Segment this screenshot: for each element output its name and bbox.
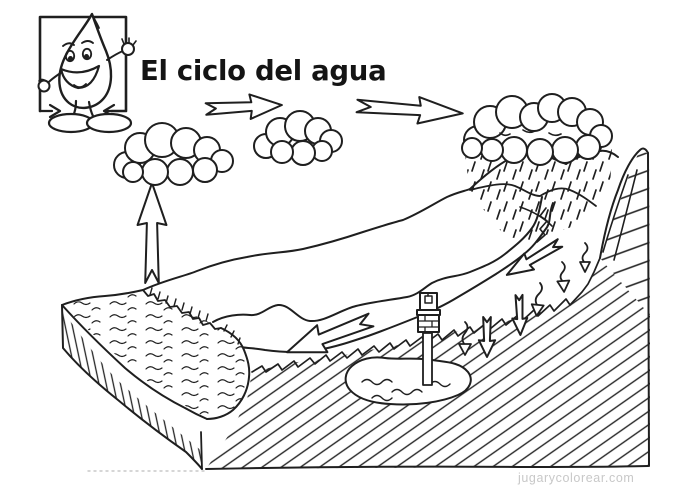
- rain-icon: [464, 146, 612, 241]
- watermark-text: jugarycolorear.com: [517, 471, 634, 485]
- landscape: [61, 146, 650, 472]
- mascot-frame: [38, 15, 128, 119]
- drawing-right-edge: [647, 152, 650, 467]
- cloud-icon: [253, 110, 343, 166]
- sea-icon: [61, 287, 251, 470]
- well-bricks: [417, 314, 440, 333]
- rain-cloud-icon: [461, 93, 613, 166]
- mascot-face: [59, 40, 101, 90]
- well-icon: [416, 292, 441, 386]
- drawing-bottom-edge: [205, 465, 649, 470]
- stream-zigzag: [536, 207, 548, 243]
- page-title: El ciclo del agua: [140, 55, 386, 87]
- clouds: [113, 93, 613, 186]
- well-bucket: [424, 295, 433, 304]
- cloud-icon: [113, 122, 234, 186]
- mascot-arms: [37, 37, 137, 93]
- mascot-feet: [47, 99, 133, 134]
- cliff-peak-outline: [599, 147, 649, 259]
- sea-front-face: [62, 305, 203, 468]
- aquifer-icon: [344, 356, 472, 406]
- hill-silhouette: [142, 188, 471, 291]
- beach-tuft-edge: [142, 289, 222, 330]
- infiltration-arrows: [458, 242, 591, 358]
- well-pipe: [422, 332, 433, 386]
- grass-ticks: [149, 287, 241, 345]
- water-drop-mascot-icon: [37, 12, 137, 134]
